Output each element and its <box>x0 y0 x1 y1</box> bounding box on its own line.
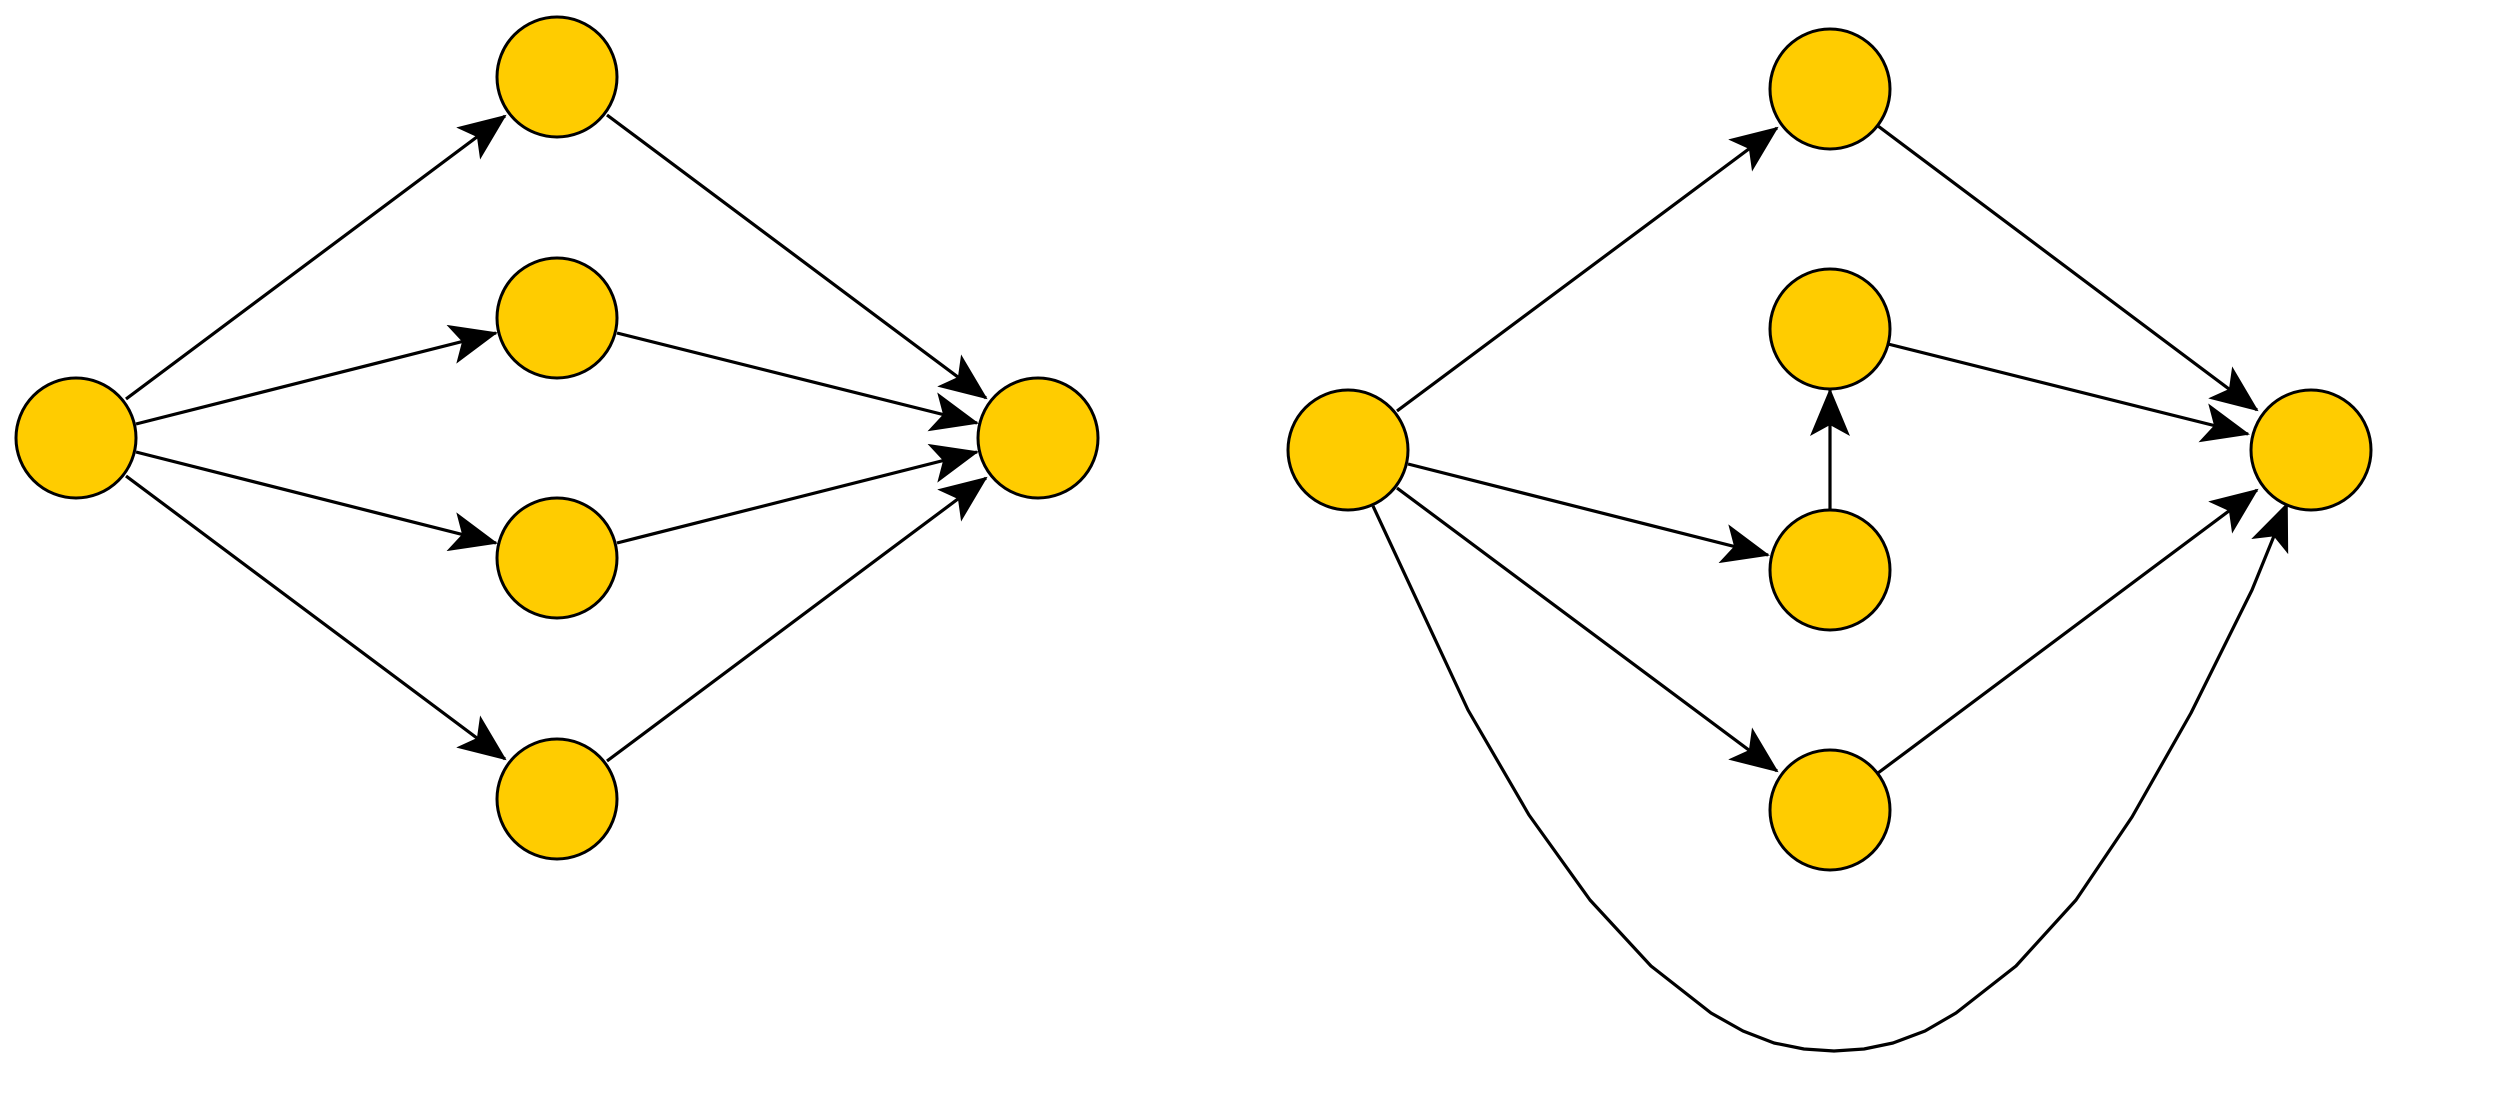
edge-source-to-top <box>1396 126 1779 413</box>
edge-upper-middle-to-sink <box>1887 342 2250 443</box>
edge-lower-middle-to-sink <box>616 443 979 545</box>
edge-bottom-to-sink <box>1877 488 2259 775</box>
edge-top-to-sink <box>606 113 988 400</box>
node-upper-middle <box>1768 267 1892 391</box>
node-sink <box>2249 388 2373 512</box>
node-bottom <box>495 737 619 861</box>
node-bottom <box>1768 748 1892 872</box>
right-graph-edges <box>1371 124 2289 1053</box>
node-lower-middle <box>495 496 619 620</box>
node-source <box>14 376 138 500</box>
edge-upper-middle-to-sink <box>616 331 979 432</box>
edge-source-to-lower-middle <box>1407 462 1770 564</box>
left-graph-edges <box>125 113 988 763</box>
right-graph <box>1286 27 2373 1053</box>
node-lower-middle <box>1768 508 1892 632</box>
node-top <box>495 15 619 139</box>
node-top <box>1768 27 1892 151</box>
right-graph-nodes <box>1286 27 2373 872</box>
edge-source-to-bottom <box>125 474 507 761</box>
edge-source-to-sink-curve <box>1371 502 2289 1053</box>
left-graph-nodes <box>14 15 1100 861</box>
edge-source-to-bottom <box>1396 486 1779 773</box>
edge-source-to-upper-middle <box>135 324 498 426</box>
node-upper-middle <box>495 256 619 380</box>
node-source <box>1286 388 1410 512</box>
left-graph <box>14 15 1100 861</box>
node-sink <box>976 376 1100 500</box>
edge-top-to-sink <box>1877 124 2259 412</box>
edge-source-to-lower-middle <box>135 450 498 552</box>
edge-source-to-top <box>125 114 507 401</box>
edge-bottom-to-sink <box>606 476 988 763</box>
